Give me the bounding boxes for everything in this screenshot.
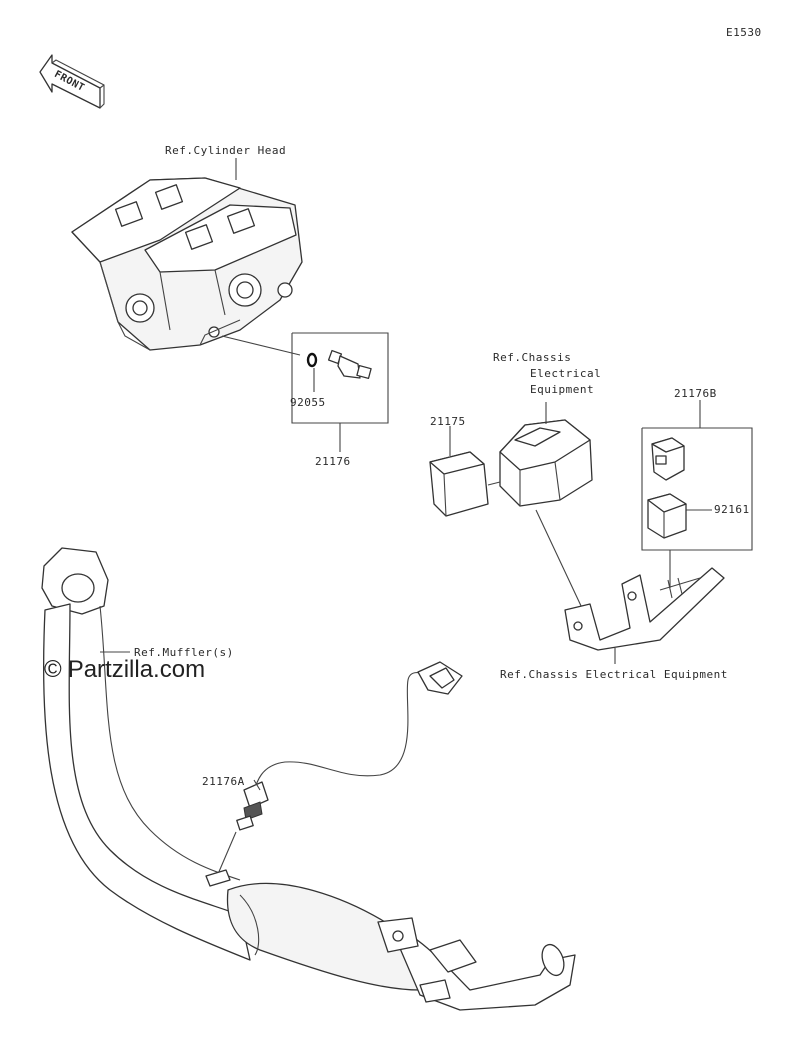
part-number-21176: 21176 (315, 455, 351, 468)
cylinder-head-illustration (71, 177, 303, 351)
part-number-92055: 92055 (290, 396, 326, 409)
bracket-illustration (564, 567, 725, 664)
watermark: ©Partzilla.com (44, 656, 205, 684)
connector-illustration-chassis (487, 402, 593, 507)
exhaust-pipe-illustration (41, 547, 576, 1011)
ref-chassis-label-line1: Ref.Chassis (493, 351, 572, 364)
seal-illustration-92161 (647, 493, 687, 539)
part-number-21176b: 21176B (674, 387, 717, 400)
ref-muffler-label: Ref.Muffler(s) (134, 646, 234, 659)
part-number-92161: 92161 (714, 503, 750, 516)
ref-chassis-label-line2: Electrical (530, 367, 602, 380)
o-ring-illustration (306, 352, 318, 368)
ref-chassis-label-line3: Equipment (530, 383, 595, 396)
oxygen-sensor-illustration (205, 661, 463, 887)
connector-illustration-21176b (651, 437, 685, 481)
copyright-symbol: © (44, 656, 62, 683)
part-number-21175: 21175 (430, 415, 466, 428)
part-number-21176a: 21176A (202, 775, 245, 788)
temperature-sensor-illustration (327, 349, 372, 380)
front-arrow-icon (39, 54, 105, 109)
watermark-text: Partzilla.com (67, 656, 206, 683)
connector-illustration (429, 426, 489, 517)
ref-cylinder-head-label: Ref.Cylinder Head (165, 144, 287, 157)
ref-chassis-electrical-equipment-label: Ref.Chassis Electrical Equipment (500, 668, 728, 681)
diagram-code: E1530 (726, 26, 762, 39)
